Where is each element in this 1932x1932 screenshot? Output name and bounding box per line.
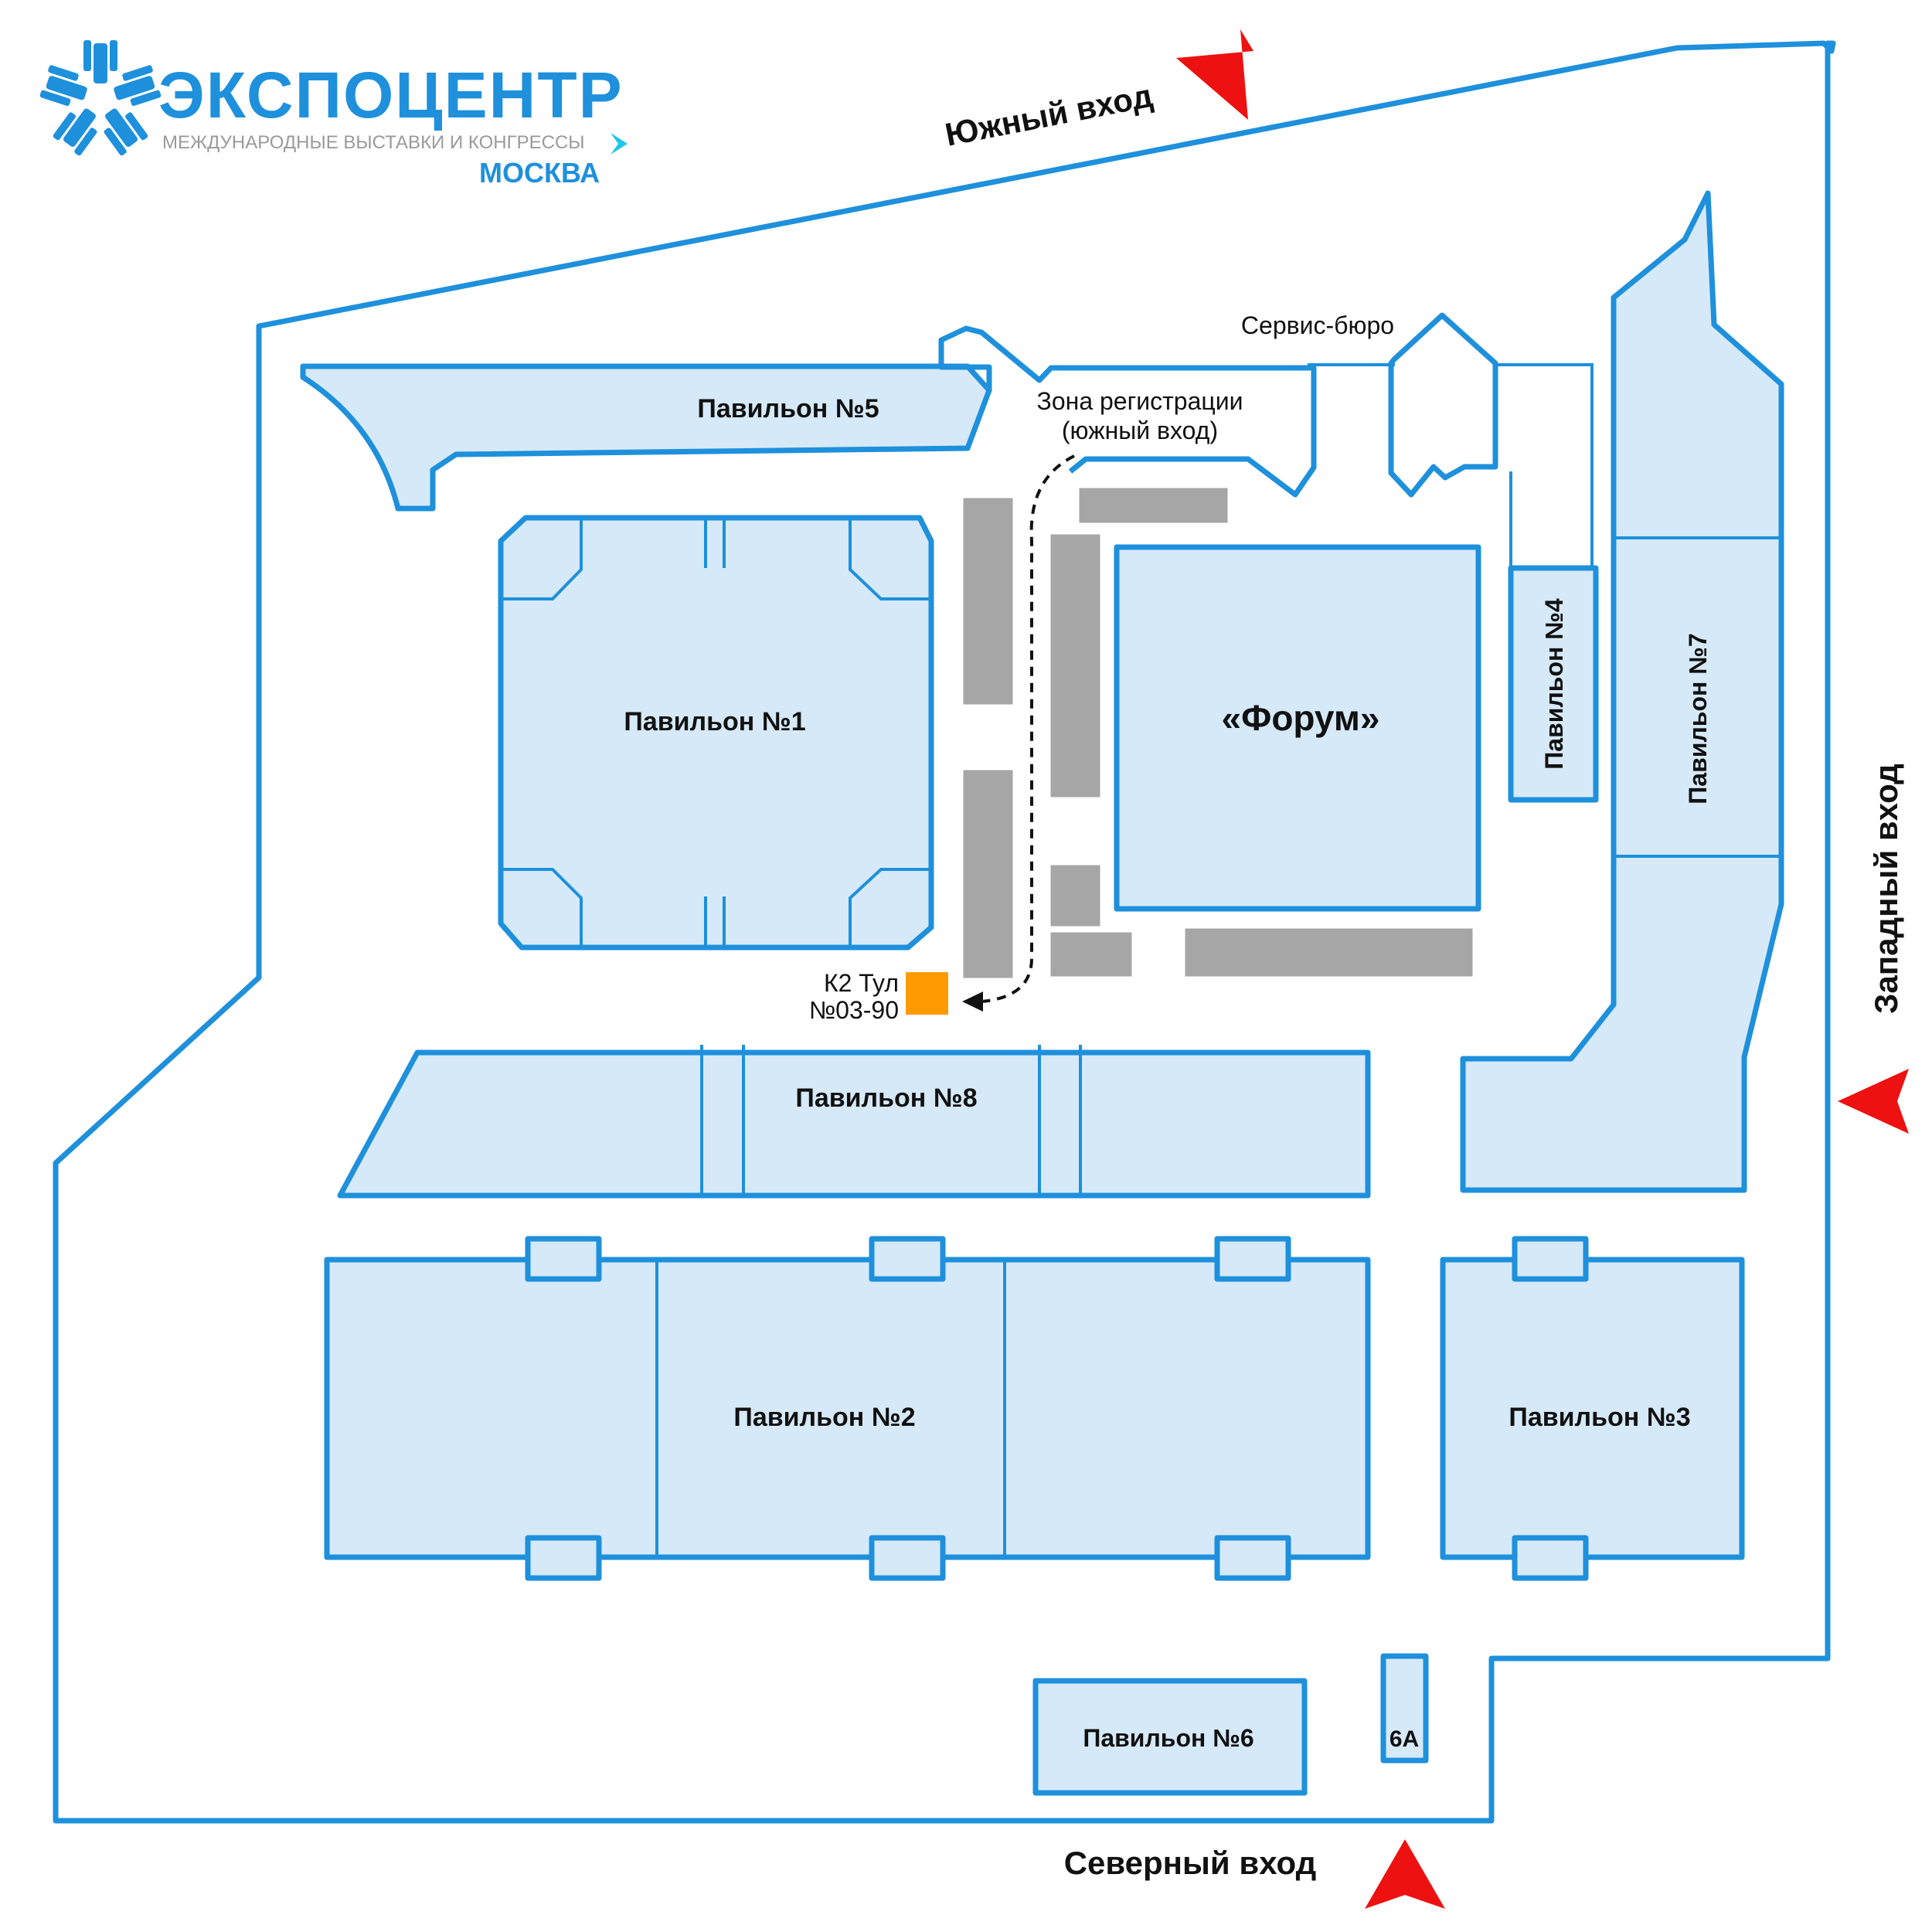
logo-chevron-icon <box>611 133 628 155</box>
forum-pavilion[interactable] <box>1114 544 1481 912</box>
stand-block <box>1048 862 1103 929</box>
pavilion-6a-label: 6А <box>1389 1726 1419 1752</box>
registration-zone-label: Зона регистрации <box>1037 387 1243 415</box>
service-bureau-annex <box>1308 363 1594 576</box>
pavilion-2-entrances <box>525 1236 1291 1581</box>
pavilion-2[interactable] <box>324 1257 1371 1560</box>
registration-zone-sublabel: (южный вход) <box>1062 417 1218 444</box>
service-bureau-building[interactable] <box>1388 312 1498 498</box>
stand-k2-tul[interactable] <box>906 972 948 1015</box>
logo-city: МОСКВА <box>479 157 600 189</box>
stand-number-label: №03-90 <box>809 996 899 1024</box>
stand-block <box>961 767 1015 981</box>
south-entrance-arrow-icon <box>1176 29 1253 120</box>
route-arrow-icon <box>962 992 983 1012</box>
pavilion-5-label: Павильон №5 <box>697 394 879 423</box>
stand-block <box>961 495 1015 707</box>
pavilion-5[interactable] <box>300 363 992 512</box>
pavilion-7-divisions <box>1614 536 1781 858</box>
north-entrance-label: Северный вход <box>1064 1845 1317 1881</box>
pavilion-1[interactable] <box>498 515 934 951</box>
venue-boundary <box>53 40 1836 1824</box>
stand-block <box>1077 485 1230 526</box>
logo-star-icon <box>39 40 162 156</box>
pavilion-1-corners <box>501 518 931 947</box>
pavilion-3-entrance <box>1512 1535 1589 1581</box>
logo-brand: ЭКСПОЦЕНТР <box>158 59 624 131</box>
pavilion-6a[interactable] <box>1380 1653 1429 1764</box>
route-path <box>981 454 1075 1003</box>
stand-block <box>1048 532 1103 800</box>
registration-zone-outline <box>938 325 1317 498</box>
pavilion-4-label: Павильон №4 <box>1540 598 1568 770</box>
south-entrance-label: Южный вход <box>942 77 1155 153</box>
pavilion-1-label: Павильон №1 <box>624 707 805 736</box>
pavilion-3-entrance <box>1512 1236 1589 1282</box>
pavilion-3[interactable] <box>1440 1257 1745 1560</box>
service-bureau-label: Сервис-бюро <box>1241 311 1394 339</box>
stand-block <box>1048 930 1134 979</box>
pavilion-7[interactable] <box>1460 190 1784 1193</box>
pavilion-6[interactable] <box>1032 1678 1308 1796</box>
pavilion-6-label: Павильон №6 <box>1083 1724 1253 1752</box>
pavilion-3-label: Павильон №3 <box>1509 1403 1690 1432</box>
pavilion-4[interactable] <box>1508 565 1599 803</box>
west-entrance-arrow-icon <box>1838 1069 1909 1134</box>
stand-label: К2 Тул <box>824 969 899 997</box>
pavilion-8-corridors <box>700 1045 1082 1194</box>
pavilion-8[interactable] <box>337 1049 1371 1199</box>
forum-label: «Форум» <box>1221 698 1379 738</box>
pavilion-2-divisions <box>655 1260 1006 1557</box>
pavilion-8-label: Павильон №8 <box>795 1083 977 1113</box>
west-entrance-label: Западный вход <box>1868 764 1904 1014</box>
logo-tagline: МЕЖДУНАРОДНЫЕ ВЫСТАВКИ И КОНГРЕССЫ <box>162 132 585 153</box>
north-entrance-arrow-icon <box>1365 1839 1445 1909</box>
stand-block <box>1182 926 1475 979</box>
expocentre-logo: ЭКСПОЦЕНТР МЕЖДУНАРОДНЫЕ ВЫСТАВКИ И КОНГ… <box>39 40 628 189</box>
stands <box>961 485 1475 981</box>
pavilion-2-label: Павильон №2 <box>733 1403 915 1432</box>
pavilion-7-label: Павильон №7 <box>1684 633 1712 804</box>
